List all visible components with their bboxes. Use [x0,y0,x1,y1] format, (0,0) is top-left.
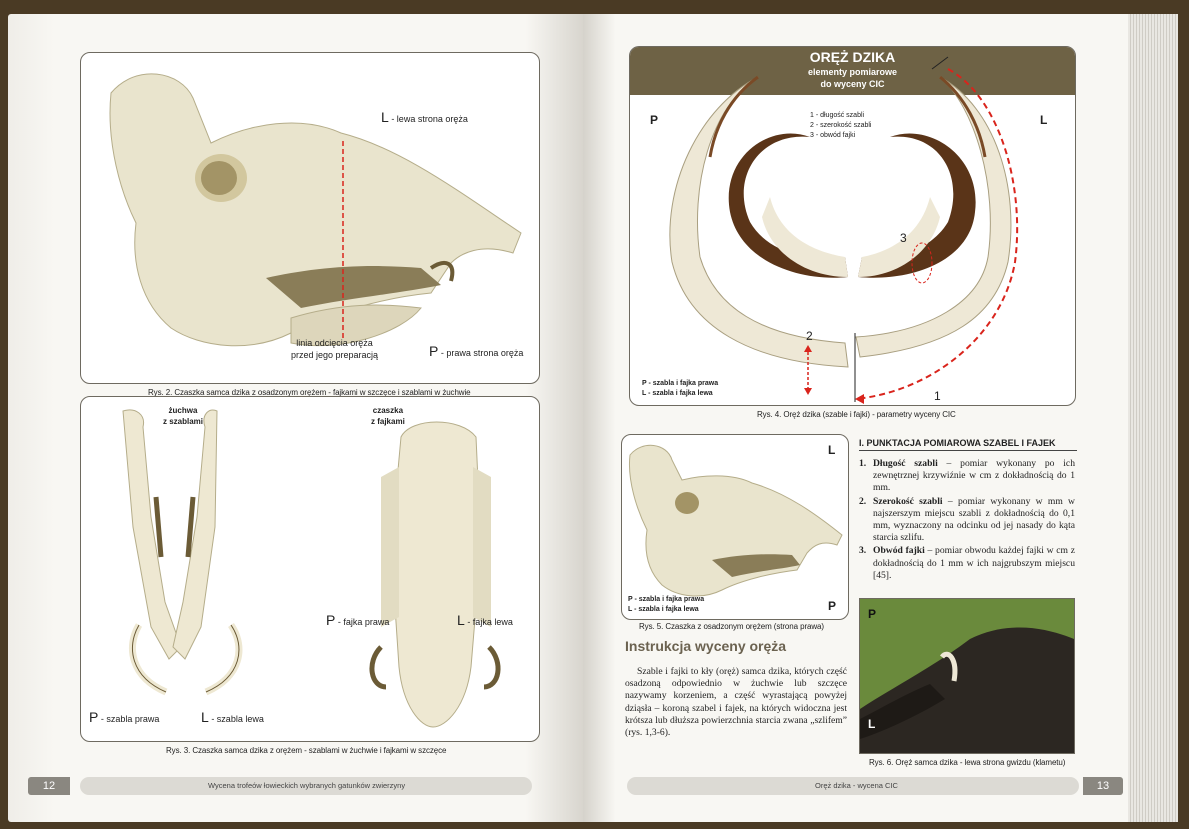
szabla-prawa-text: - szabla prawa [100,714,160,724]
fig5-legend: P - szabla i fajka prawa L - szabla i fa… [628,595,704,615]
point-3-text: – pomiar obwodu każdej fajki w cm z dokł… [873,545,1075,581]
fig4-legend-2: 2 - szerokość szabli [810,122,872,129]
fig4-num-1: 1 [934,389,941,403]
cut-line-label-1: linia odcięcia oręża [296,338,373,348]
fig5-corner-P: P [828,599,837,613]
fig2-label-left: L - lewa strona oręża [381,109,468,125]
fig6-caption: Rys. 6. Oręż samca dzika - lewa strona g… [869,758,1066,767]
fig4-bottom-legend-2: L - szabla i fajka lewa [642,390,713,397]
fig5-legend-1: P - szabla i fajka prawa [628,596,705,603]
fig4-bottom-legend-1: P - szabla i fajka prawa [642,380,719,387]
fajka-lewa-text: - fajka lewa [467,617,513,627]
point-2: 2. Szerokość szabli – pomiar wykonany w m… [859,496,1075,545]
fig5-legend-2: L - szabla i fajka lewa [628,606,699,613]
fig5-frame: L P P - szabla i fajka prawa L - szabla … [621,434,849,620]
fig2-label-P-text: - prawa strona oręża [440,348,524,358]
fig4-bottom-legend: P - szabla i fajka prawa L - szabla i fa… [642,379,718,399]
footer-text-right: Oręż dzika - wycena CIC [815,781,898,790]
point-2-term: Szerokość szabli [873,495,943,507]
fig6-frame: P L [859,598,1075,754]
fig4-num-2: 2 [806,329,813,343]
fig4-legend-1: 1 - długość szabli [810,112,865,119]
fig2-frame: L - lewa strona oręża linia odcięcia orę… [80,52,540,384]
point-3: 3. Obwód fajki – pomiar obwodu każdej faj… [859,545,1075,582]
fig4-num-3: 3 [900,231,907,245]
fig4-subtitle-1: elementy pomiarowe [807,67,898,77]
jaw-label-1: żuchwa [168,406,198,415]
instruction-paragraph: Szable i fajki to kły (oręż) samca dzika… [625,666,847,739]
measurement-points: 1. Długość szabli – pomiar wykonany po ic… [859,458,1075,583]
jaw-and-skull-photo [122,409,501,728]
fig3-label-szabla-lewa: L - szabla lewa [201,709,264,725]
fig2-label-P-letter: P [429,343,439,359]
fig4-legend-3: 3 - obwód fajki [810,132,856,139]
footer-bar-right [627,777,1079,795]
fig3-label-fajka-lewa: L - fajka lewa [457,612,513,628]
fig2-label-right: P - prawa strona oręża [429,343,523,359]
skull-photo-side [109,73,522,347]
footer-bar-left [80,777,532,795]
tusks-photo [669,56,1019,404]
point-1-text: – pomiar wykonany po ich zewnętrznej krz… [873,458,1075,494]
cut-line-label-2: przed jego preparacją [291,350,379,360]
footer-text-left: Wycena trofeów łowieckich wybranych gatu… [208,781,406,790]
fig2-caption: Rys. 2. Czaszka samca dzika z osadzonym … [148,388,471,397]
fig2-cut-line-label: linia odcięcia oręża przed jego preparac… [291,337,378,361]
boar-head-photo [860,599,1074,753]
fig5-corner-L: L [828,443,836,457]
fig6-corner-L: L [868,717,876,731]
instruction-text: Szable i fajki to kły (oręż) samca dzika… [625,666,847,739]
page-number-left: 12 [28,777,70,795]
fig3-frame: żuchwa z szablami czaszka z fajkami P - … [80,396,540,742]
fig5-caption: Rys. 5. Czaszka z osadzonym orężem (stro… [639,622,824,631]
fig4-corner-P: P [650,113,659,127]
fajka-prawa-letter: P [326,612,336,628]
szabla-prawa-letter: P [89,709,99,725]
fajka-prawa-text: - fajka prawa [337,617,390,627]
jaw-label-2: z szablami [163,417,204,426]
page-number-right: 13 [1083,777,1123,795]
fig6-corner-P: P [868,607,877,621]
fig4-frame: ORĘŻ DZIKA elementy pomiarowe do wyceny … [629,46,1076,406]
fig2-label-L-text: - lewa strona oręża [391,114,468,124]
point-1-term: Długość szabli [873,458,938,469]
jaw-label: żuchwa z szablami [163,405,203,427]
point-2-number: 2. [859,495,867,507]
cut-line [342,141,344,338]
skull-photo-right-side [628,445,843,597]
point-3-term: Obwód fajki [873,545,925,557]
skull-label-1: czaszka [372,406,404,415]
fig4-legend: 1 - długość szabli 2 - szerokość szabli … [810,111,871,141]
point-2-text: – pomiar wykonany w mm w najszerszym mie… [873,495,1075,544]
fig4-banner [630,47,1075,95]
fig4-subtitle-2: do wyceny CIC [820,79,885,89]
fig4-corner-L: L [1040,113,1048,127]
skull-label-2: z fajkami [371,417,405,426]
point-3-number: 3. [859,545,867,557]
fig3-caption: Rys. 3. Czaszka samca dzika z orężem - s… [166,746,447,755]
skull-label: czaszka z fajkami [371,405,405,427]
fajka-lewa-letter: L [457,612,465,628]
section-heading: I. PUNKTACJA POMIAROWA SZABEL I FAJEK [859,438,1077,451]
page-edges [1128,14,1178,822]
fig4-caption: Rys. 4. Oręż dzika (szable i fajki) - pa… [757,410,956,419]
szabla-lewa-text: - szabla lewa [211,714,264,724]
fig4-title: ORĘŻ DZIKA [809,49,896,65]
right-page: ORĘŻ DZIKA elementy pomiarowe do wyceny … [583,14,1128,822]
fig3-label-szabla-prawa: P - szabla prawa [89,709,159,725]
fig2-label-L-letter: L [381,109,389,125]
point-1: 1. Długość szabli – pomiar wykonany po ic… [859,458,1075,495]
szabla-lewa-letter: L [201,709,209,725]
fig3-label-fajka-prawa: P - fajka prawa [326,612,389,628]
left-page: L - lewa strona oręża linia odcięcia orę… [8,14,583,822]
instruction-heading: Instrukcja wyceny oręża [625,638,787,654]
point-1-number: 1. [859,458,867,469]
